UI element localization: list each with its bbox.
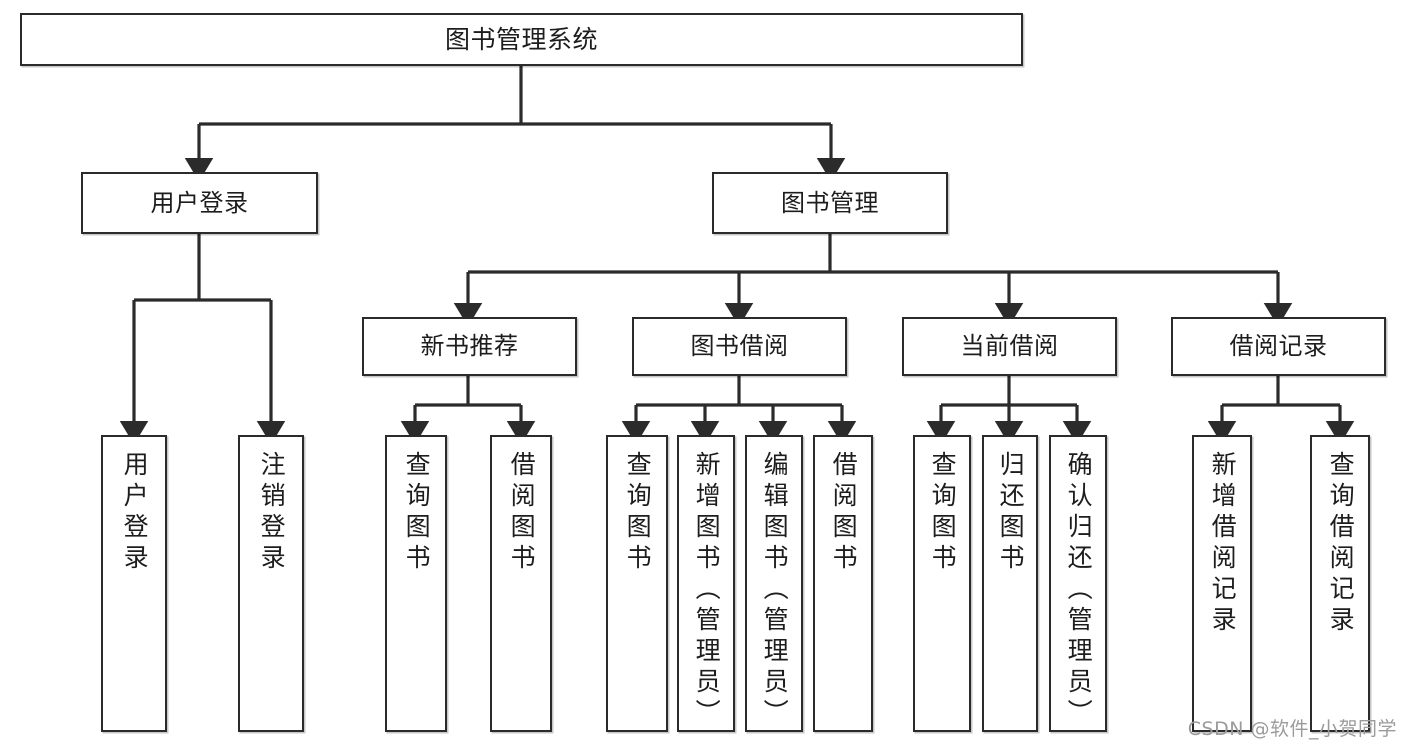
node-label: 借阅图书	[829, 451, 859, 575]
leaf-edit-book-admin[interactable]: 编辑图书（管理员）	[745, 435, 803, 732]
leaf-return-book[interactable]: 归还图书	[982, 435, 1038, 732]
leaf-query-borrowing-record[interactable]: 查询借阅记录	[1310, 435, 1370, 732]
node-label: 用户登录	[120, 451, 150, 575]
leaf-query-book-from-current[interactable]: 查询图书	[913, 435, 971, 732]
leaf-user-login[interactable]: 用户登录	[101, 435, 167, 732]
leaf-confirm-return-admin[interactable]: 确认归还（管理员）	[1049, 435, 1107, 732]
node-label: 归还图书	[996, 451, 1026, 575]
node-label: 图书借阅	[690, 332, 789, 361]
watermark-text: CSDN @软件_小贺同学	[1187, 718, 1397, 740]
leaf-borrow-book-from-borrowing[interactable]: 借阅图书	[813, 435, 873, 732]
node-label: 图书管理	[781, 188, 879, 217]
node-book-management[interactable]: 图书管理	[712, 172, 948, 234]
leaf-query-book-from-new-book[interactable]: 查询图书	[385, 435, 447, 732]
node-label: 当前借阅	[960, 332, 1059, 361]
leaf-borrow-book-from-new-book[interactable]: 借阅图书	[490, 435, 552, 732]
node-label: 新书推荐	[420, 332, 519, 361]
node-label: 用户登录	[150, 188, 249, 217]
leaf-query-book-from-borrowing[interactable]: 查询图书	[606, 435, 668, 732]
node-label: 借阅图书	[507, 451, 537, 575]
node-label: 查询借阅记录	[1326, 451, 1356, 637]
node-new-book-recommendation[interactable]: 新书推荐	[362, 317, 577, 376]
node-label: 借阅记录	[1229, 332, 1328, 361]
node-label: 确认归还（管理员）	[1064, 451, 1094, 730]
node-user-login[interactable]: 用户登录	[81, 172, 318, 234]
node-label: 注销登录	[257, 451, 287, 575]
node-label: 查询图书	[928, 451, 958, 575]
node-current-borrowing[interactable]: 当前借阅	[902, 317, 1117, 376]
node-root-book-management-system[interactable]: 图书管理系统	[20, 13, 1023, 66]
node-label: 查询图书	[623, 451, 653, 575]
node-label: 新增图书（管理员）	[692, 451, 722, 730]
node-label: 编辑图书（管理员）	[760, 451, 790, 730]
node-book-borrowing[interactable]: 图书借阅	[632, 317, 847, 376]
node-borrowing-record[interactable]: 借阅记录	[1171, 317, 1386, 376]
node-label: 图书管理系统	[444, 24, 598, 54]
node-label: 新增借阅记录	[1208, 451, 1238, 637]
leaf-add-borrowing-record[interactable]: 新增借阅记录	[1192, 435, 1252, 732]
leaf-add-book-admin[interactable]: 新增图书（管理员）	[677, 435, 735, 732]
leaf-logout[interactable]: 注销登录	[238, 435, 304, 732]
node-label: 查询图书	[402, 451, 432, 575]
